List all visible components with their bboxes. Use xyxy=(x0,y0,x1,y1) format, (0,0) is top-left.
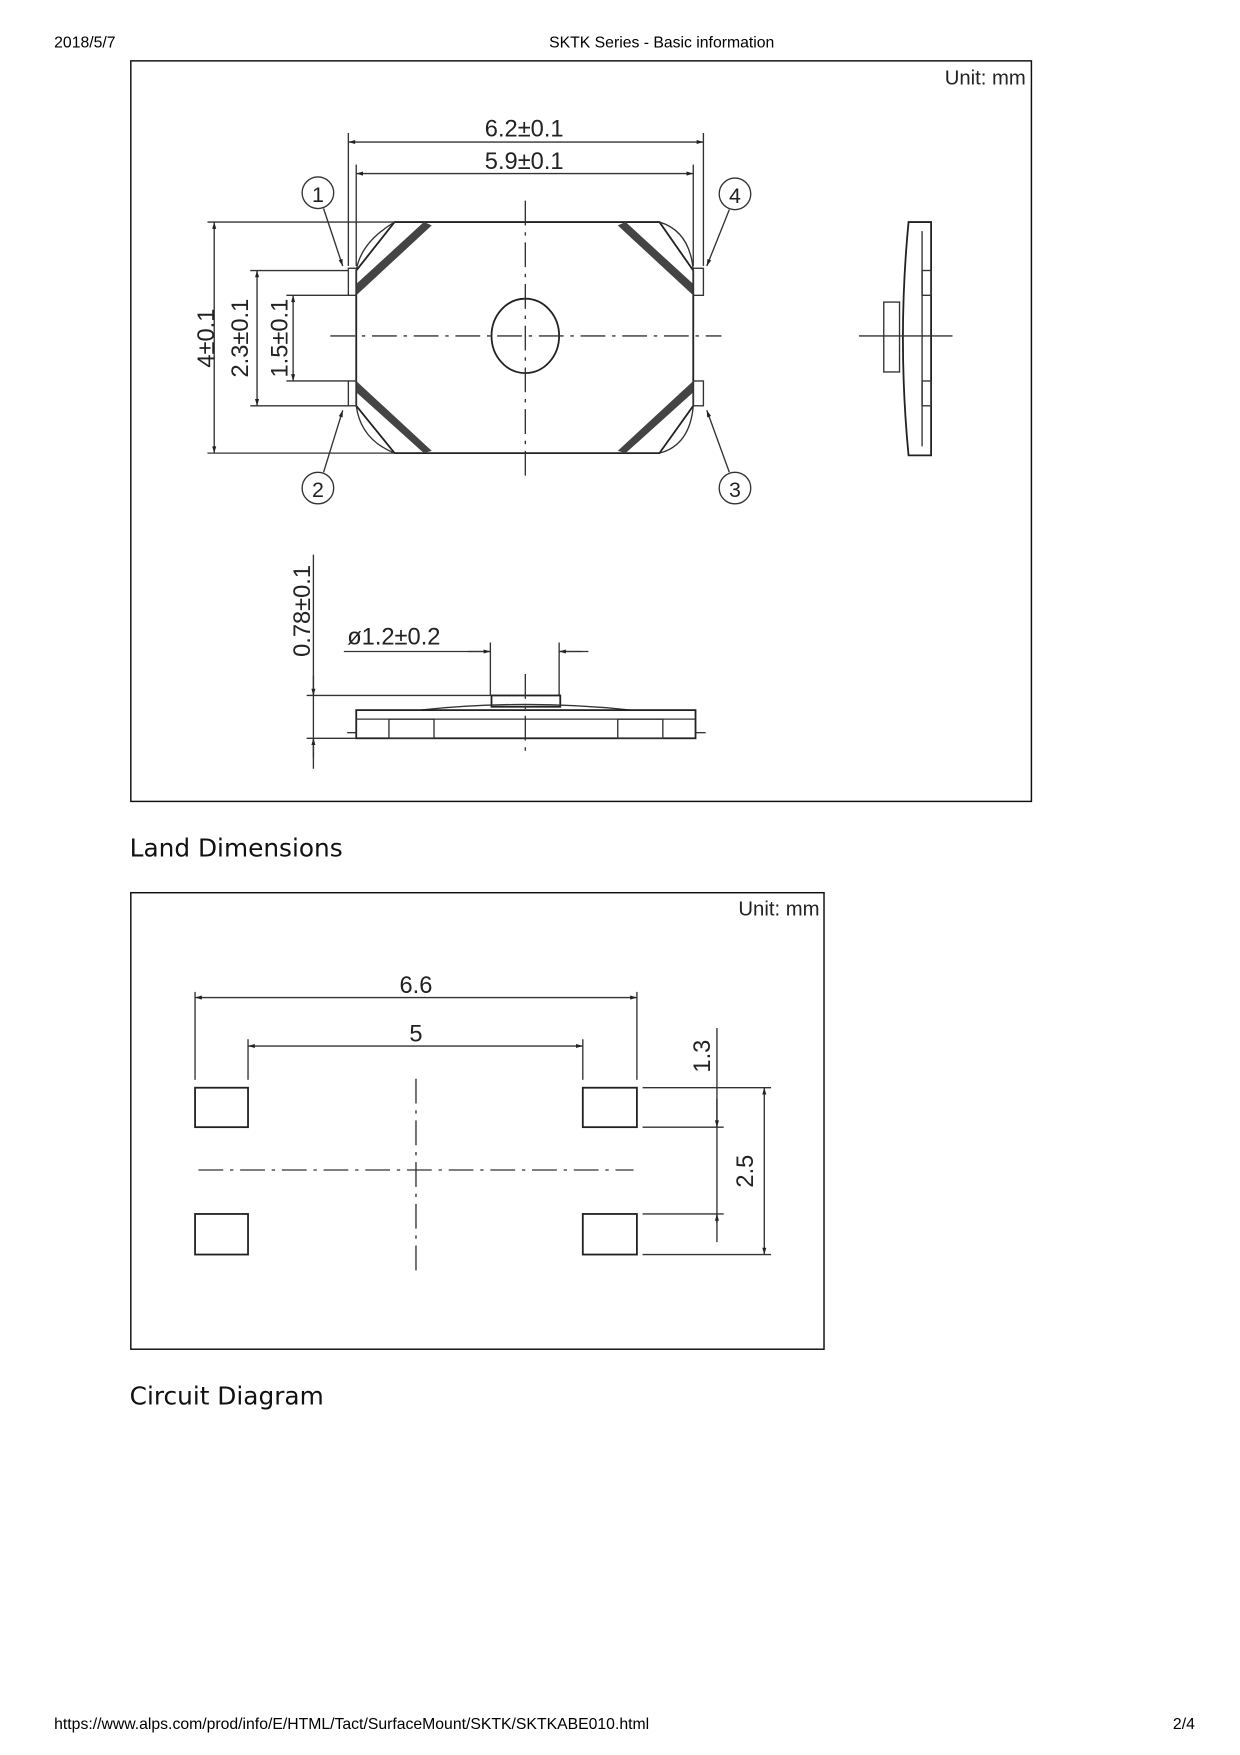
dim-stem-diameter: ø1.2±0.2 xyxy=(347,625,440,651)
unit-label: Unit: mm xyxy=(945,68,1026,90)
dim-pad-pitch: 2.5 xyxy=(733,1155,759,1188)
land-pad xyxy=(581,1213,638,1256)
circuit-diagram-heading: Circuit Diagram xyxy=(130,1381,324,1410)
svg-text:1: 1 xyxy=(312,183,324,207)
land-dimensions-heading: Land Dimensions xyxy=(130,834,343,863)
terminal-callout-4: 4 xyxy=(706,177,752,267)
print-date: 2018/5/7 xyxy=(54,34,115,51)
page-number: 2/4 xyxy=(1173,1716,1195,1733)
terminal-callout-1: 1 xyxy=(301,176,344,267)
dim-height: 0.78±0.1 xyxy=(290,565,316,657)
top-view xyxy=(330,200,722,480)
front-view: 0.78±0.1 ø1.2±0.2 xyxy=(290,554,706,769)
dim-overall-height: 4±0.1 xyxy=(194,309,220,368)
svg-text:4: 4 xyxy=(729,184,741,208)
terminal-callout-3: 3 xyxy=(706,410,752,505)
svg-text:2: 2 xyxy=(312,478,324,502)
land-pad xyxy=(194,1086,249,1129)
dim-inner-width: 5 xyxy=(409,1022,422,1048)
dim-outer-width: 6.6 xyxy=(400,973,433,999)
svg-text:3: 3 xyxy=(729,478,741,502)
dimensions-drawing: Unit: mm 6.2±0.1 5.9±0.1 xyxy=(130,60,1033,803)
dim-overall-width: 6.2±0.1 xyxy=(485,116,564,142)
page-url: https://www.alps.com/prod/info/E/HTML/Ta… xyxy=(54,1716,649,1733)
dim-terminal-gap: 1.5±0.1 xyxy=(267,299,293,378)
dim-body-width: 5.9±0.1 xyxy=(485,149,564,175)
unit-label: Unit: mm xyxy=(738,898,819,920)
dim-pad-height: 1.3 xyxy=(690,1040,716,1073)
page-title: SKTK Series - Basic information xyxy=(549,34,774,51)
land-pad xyxy=(194,1213,249,1256)
terminal-callout-2: 2 xyxy=(301,410,344,505)
dim-terminal-pitch: 2.3±0.1 xyxy=(228,299,254,378)
land-dimensions-drawing: Unit: mm 6.6 5 1.3 2.5 xyxy=(130,891,825,1350)
side-view xyxy=(858,221,953,457)
land-pad xyxy=(581,1086,638,1129)
